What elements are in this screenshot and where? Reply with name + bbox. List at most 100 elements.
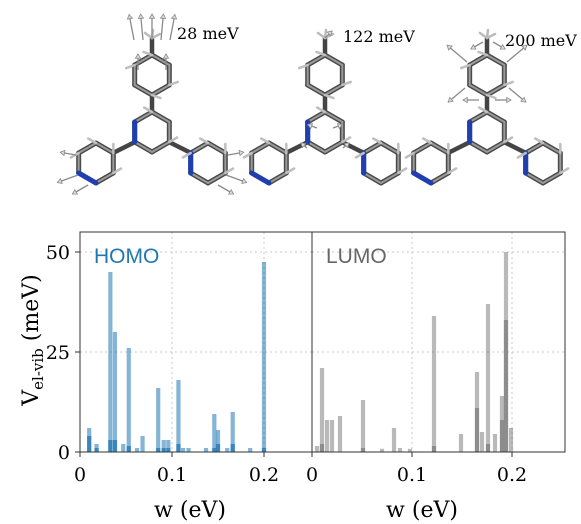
bond bbox=[297, 63, 309, 70]
lumo-bar bbox=[360, 400, 366, 452]
bond bbox=[133, 111, 153, 123]
arrow-head bbox=[126, 13, 134, 20]
homo-bar bbox=[126, 446, 131, 452]
mode-label-122: 122 meV bbox=[343, 27, 415, 46]
homo-ytick-label: 0 bbox=[58, 442, 70, 464]
bond bbox=[324, 111, 344, 123]
arrow-head bbox=[506, 96, 512, 104]
bond bbox=[380, 172, 400, 184]
bond bbox=[397, 167, 408, 175]
homo-x-axis-label: w (eV) bbox=[154, 498, 226, 523]
homo-bar bbox=[87, 436, 92, 452]
arrow-head bbox=[137, 13, 145, 20]
bond bbox=[468, 54, 488, 66]
lumo-bar bbox=[492, 434, 498, 452]
bond bbox=[95, 172, 115, 184]
lumo-bar bbox=[431, 316, 437, 452]
arrow-head bbox=[59, 149, 66, 157]
homo-bar bbox=[212, 448, 217, 452]
arrow-head bbox=[238, 149, 245, 157]
bond bbox=[486, 84, 506, 96]
molecule-illustrations bbox=[56, 13, 570, 195]
bond bbox=[341, 80, 353, 87]
bond bbox=[250, 142, 270, 154]
homo-bar bbox=[176, 380, 181, 452]
homo-bar bbox=[126, 348, 131, 452]
arrow-head bbox=[521, 44, 528, 51]
lumo-bars bbox=[314, 252, 514, 452]
bond bbox=[468, 84, 488, 96]
homo-bar bbox=[166, 448, 171, 452]
homo-bar bbox=[203, 448, 209, 452]
lumo-bar bbox=[474, 408, 480, 452]
arrow-head bbox=[159, 13, 167, 20]
homo-bar bbox=[108, 272, 113, 452]
bond bbox=[189, 142, 209, 154]
lumo-bar bbox=[431, 446, 437, 452]
arrow-head bbox=[300, 142, 307, 149]
homo-bar bbox=[230, 444, 235, 452]
arrow-head bbox=[306, 123, 314, 130]
lumo-frame bbox=[311, 231, 566, 453]
arrow-head bbox=[520, 96, 527, 103]
molecule-a bbox=[56, 13, 248, 195]
bond bbox=[324, 141, 344, 153]
bond bbox=[468, 111, 488, 123]
bond bbox=[77, 142, 97, 154]
bond bbox=[486, 111, 506, 123]
arrow-head bbox=[446, 44, 453, 51]
homo-bar bbox=[108, 440, 113, 452]
lumo-bar bbox=[337, 416, 343, 452]
molecule-c bbox=[404, 28, 570, 186]
bond bbox=[486, 54, 506, 66]
lumo-title: LUMO bbox=[326, 245, 387, 268]
arrow-head bbox=[227, 188, 235, 195]
lumo-xtick-label: 0 bbox=[306, 464, 318, 486]
lumo-bar bbox=[479, 432, 485, 452]
bond bbox=[411, 170, 434, 186]
bond bbox=[168, 136, 179, 144]
bond bbox=[76, 170, 99, 186]
bond bbox=[133, 84, 153, 96]
bond bbox=[315, 106, 327, 114]
molecule-b bbox=[242, 28, 408, 186]
bond bbox=[362, 142, 382, 154]
lumo-bar bbox=[324, 420, 330, 452]
bond bbox=[86, 137, 98, 145]
bond bbox=[362, 172, 382, 184]
homo-ytick-label: 25 bbox=[46, 342, 70, 364]
homo-bar bbox=[186, 448, 191, 452]
bond bbox=[533, 137, 545, 145]
homo-bar bbox=[180, 448, 186, 452]
bond bbox=[316, 31, 327, 40]
arrow-head bbox=[499, 43, 506, 50]
bond bbox=[323, 28, 328, 40]
lumo-bar bbox=[499, 420, 505, 452]
homo-bar bbox=[161, 440, 166, 452]
bond bbox=[151, 111, 171, 123]
arrow-head bbox=[71, 188, 79, 195]
bond bbox=[142, 50, 154, 57]
arrow-head bbox=[162, 53, 170, 59]
y-axis-label: Vel-vib (meV) bbox=[19, 274, 47, 406]
lumo-bar bbox=[329, 420, 335, 452]
bond bbox=[430, 142, 450, 154]
bond bbox=[315, 50, 327, 57]
homo-bar bbox=[212, 414, 217, 452]
bond bbox=[207, 142, 227, 154]
bond bbox=[447, 167, 458, 175]
lumo-xtick-label: 0.1 bbox=[397, 464, 427, 486]
homo-bar bbox=[156, 388, 161, 452]
homo-bar bbox=[261, 448, 267, 452]
bond bbox=[189, 172, 209, 184]
bond bbox=[459, 63, 471, 70]
arrow-head bbox=[134, 53, 142, 59]
bond bbox=[142, 106, 154, 114]
lumo-xtick-label: 0.2 bbox=[497, 464, 527, 486]
bond bbox=[323, 93, 335, 100]
bond bbox=[477, 50, 489, 57]
bond bbox=[133, 141, 153, 153]
bond bbox=[445, 139, 473, 156]
